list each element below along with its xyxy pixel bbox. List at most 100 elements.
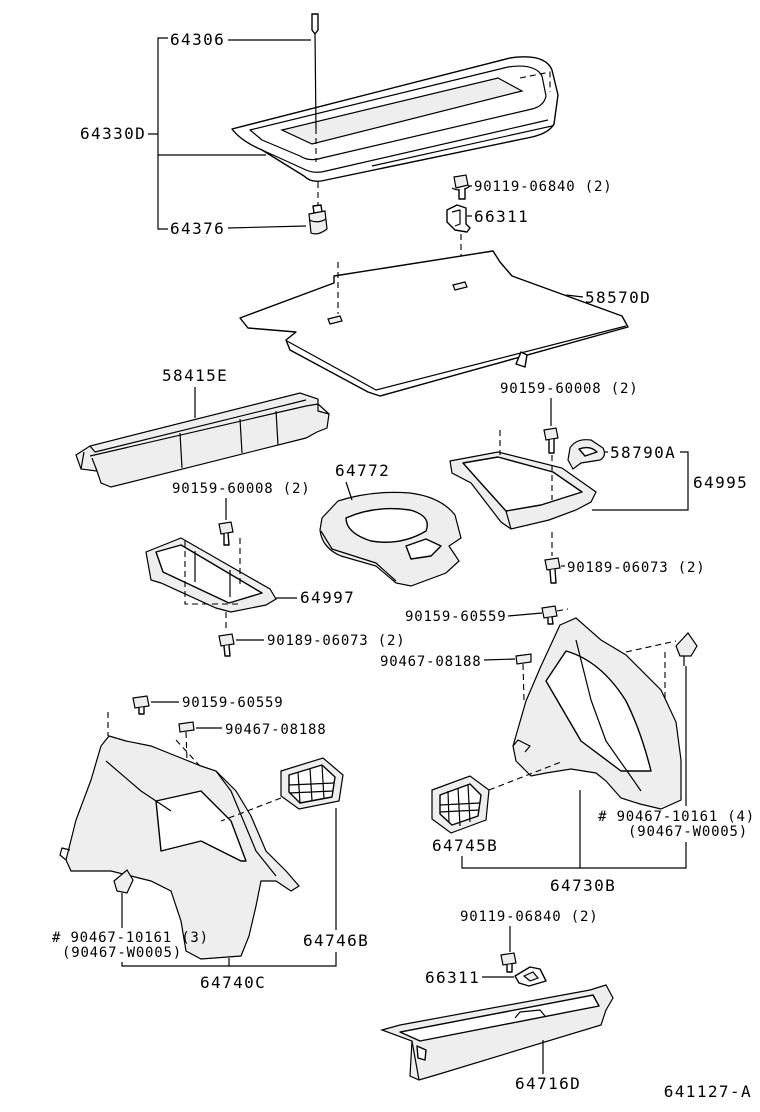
jack-holder-slot (405, 538, 442, 560)
left-tray-inner (155, 544, 263, 604)
leader-right-trim-bolt (507, 612, 543, 617)
right-trim (488, 608, 682, 810)
label-right-vent: 64745B (432, 836, 498, 855)
label-left-tray: 64997 (300, 588, 355, 607)
left-trim-panel (155, 790, 247, 862)
right-tray-screw (544, 557, 561, 584)
right-tray-hidden (499, 430, 553, 556)
left-tray-hidden (184, 538, 241, 632)
label-sill-plate: 64716D (515, 1074, 581, 1093)
label-right-tray-screw: 90189-06073 (2) (567, 560, 705, 576)
package-tray-front-edge (261, 119, 549, 173)
drawing-number: 641127-A (664, 1082, 752, 1101)
sill-bracket-fold (522, 971, 540, 982)
floor-mat-tab (515, 351, 528, 368)
floor-mat-hole-left (327, 315, 343, 325)
left-trim-clip (113, 869, 134, 900)
right-tray-bolt-shank (548, 439, 555, 454)
left-trim-pin (178, 721, 195, 761)
left-tray-bolt-shank (223, 532, 230, 546)
right-trim-pin-stem (522, 663, 525, 701)
left-trim-outline (65, 735, 300, 960)
left-trim-bolt-head (132, 695, 150, 709)
label-tool-box: 58415E (162, 366, 228, 385)
label-right-trim-bolt: 90159-60559 (405, 609, 507, 625)
label-right-trim-clip-alt: (90467-W0005) (628, 824, 748, 840)
tool-box (75, 392, 330, 488)
left-tray (145, 537, 277, 632)
label-left-tray-bolt: 90159-60008 (2) (172, 481, 310, 497)
sill-bolt-head (500, 952, 517, 966)
leader-floor-mat (565, 294, 584, 298)
leader-lines (121, 37, 689, 1074)
label-package-tray: 64330D (80, 124, 146, 143)
sill-bracket (514, 966, 547, 987)
left-trim-notch (59, 847, 71, 861)
label-floor-mat: 58570D (585, 288, 651, 307)
leader-jack-holder (345, 481, 353, 501)
label-jack-holder: 64772 (335, 461, 390, 480)
tool-box-top (89, 399, 307, 453)
right-tray-bolt-head (543, 427, 559, 441)
right-trim-panel (545, 650, 652, 772)
right-trim-bolt-head (541, 605, 558, 619)
right-vent (431, 775, 490, 834)
right-tray-screw-shank (549, 568, 557, 584)
left-tray-bolt (218, 521, 234, 546)
tray-bolt-head (453, 174, 469, 189)
sill-plate-end-detail (416, 1045, 427, 1061)
left-tray-dividers (194, 551, 231, 597)
right-trim-bolt (541, 605, 558, 625)
jack-holder (319, 491, 462, 587)
right-tray-bolt (543, 427, 559, 454)
label-tray-bolt: 90119-06840 (2) (474, 179, 612, 195)
sill-plate-face (399, 994, 600, 1042)
jack-holder-recess (345, 507, 428, 543)
left-vent (280, 757, 344, 810)
sill-bolt (500, 952, 517, 973)
label-left-trim-pin: 90467-08188 (225, 722, 327, 738)
tray-grommet (308, 182, 328, 235)
right-trim-bolt-shank (547, 616, 554, 625)
left-trim-hidden (107, 712, 282, 822)
left-trim-pin-stem (185, 731, 188, 761)
label-tray-grommet: 64376 (170, 219, 225, 238)
sill-plate-notch (514, 1009, 546, 1019)
label-sill-bracket: 66311 (425, 968, 480, 987)
label-tray-pin: 64306 (170, 30, 225, 49)
label-right-tray: 64995 (693, 473, 748, 492)
left-tray-bolt-head (218, 521, 234, 535)
label-left-trim: 64740C (200, 973, 266, 992)
left-tray-screw-head (218, 633, 235, 647)
jack-holder-front (320, 530, 397, 582)
label-handle: 58790A (610, 443, 676, 462)
right-trim-clip (675, 632, 698, 666)
label-tray-bracket: 66311 (474, 207, 529, 226)
package-tray-crease (371, 125, 553, 167)
left-trim-contour (105, 760, 277, 877)
label-right-trim-clip: # 90467-10161 (4) (598, 809, 755, 825)
package-tray-recess (280, 77, 524, 145)
tray-pin (311, 13, 319, 162)
left-tray-screw (218, 633, 235, 657)
left-tray-screw-shank (223, 644, 231, 657)
leader-right-tray (592, 451, 689, 511)
label-right-trim: 64730B (550, 876, 616, 895)
right-tray-screw-head (544, 557, 561, 571)
package-tray-hidden-edge (519, 71, 551, 92)
tool-box-rib-3 (275, 410, 279, 446)
leader-left-trim (121, 952, 337, 967)
sill-bolt-shank (506, 964, 513, 973)
tool-box-end (80, 451, 98, 472)
floor-mat-outline (239, 250, 629, 397)
tool-box-rib-2 (239, 418, 243, 454)
leader-tray-grommet (227, 225, 307, 229)
tray-bracket-fold (451, 209, 461, 227)
tool-box-lid (89, 405, 307, 457)
label-left-tray-screw: 90189-06073 (2) (267, 633, 405, 649)
left-vent-slats (288, 764, 335, 804)
right-trim-hidden (488, 608, 677, 791)
tray-grommet-ring (308, 218, 327, 223)
sill-plate-end (411, 1040, 420, 1081)
package-tray (231, 56, 559, 183)
